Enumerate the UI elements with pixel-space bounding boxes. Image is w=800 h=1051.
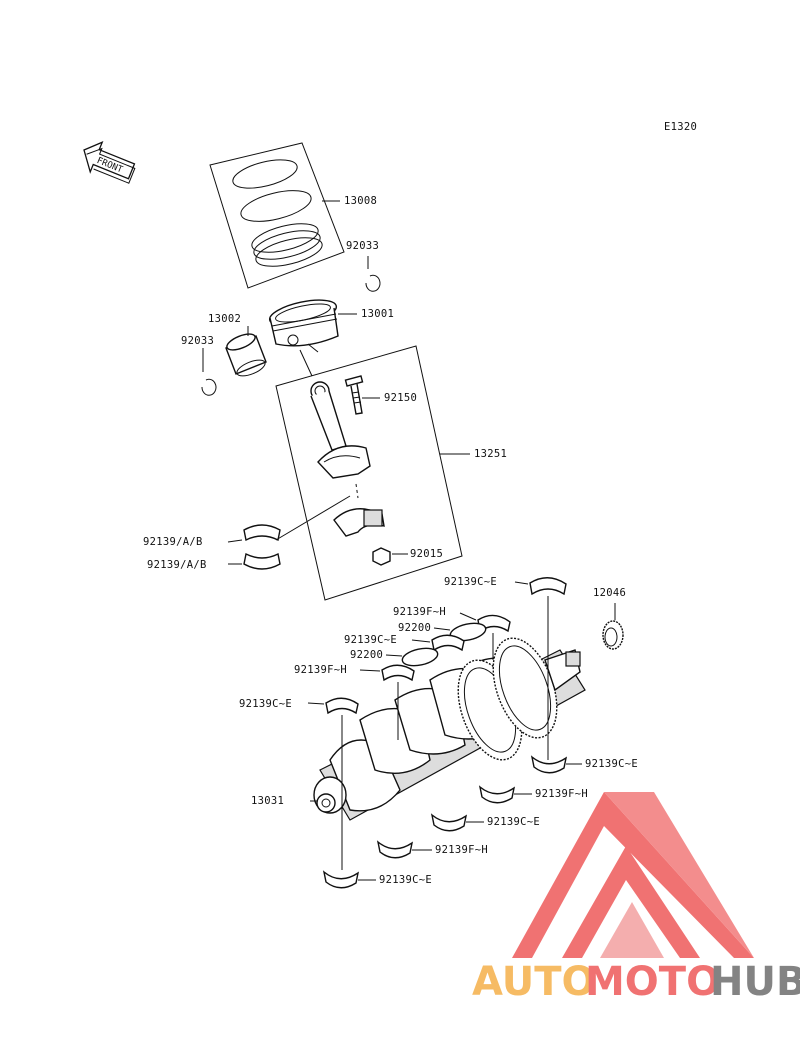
label-bearing-top-fh: 92139F~H: [393, 606, 446, 618]
label-snap-ring-right: 92033: [346, 240, 379, 252]
label-bearing-r2-fh: 92139F~H: [535, 788, 588, 800]
label-bearing-r1-ce: 92139C~E: [585, 758, 638, 770]
piston-icon: 13001: [268, 299, 394, 353]
label-spacer-1: 92200: [398, 622, 431, 634]
con-rod-bearings: 92139/A/B 92139/A/B: [143, 495, 351, 571]
piston-pin-icon: 13002: [208, 313, 267, 377]
label-bearing-top-ce: 92139C~E: [444, 576, 497, 588]
label-bolt: 92150: [384, 392, 417, 404]
brand-part1: AUTO: [472, 959, 596, 1005]
front-arrow-icon: FRONT: [83, 141, 136, 184]
logo-triangle-icon: [512, 792, 754, 958]
label-bearing-left-ce: 92139C~E: [239, 698, 292, 710]
label-bearing-a2: 92139/A/B: [147, 559, 207, 571]
gear-icon: 12046: [593, 587, 626, 650]
snap-ring-left: 92033: [181, 335, 217, 396]
brand-part3: HUB: [710, 959, 800, 1005]
label-pin: 13002: [208, 313, 241, 325]
con-rod-group: 92150 92015 13251: [275, 345, 507, 601]
label-bearing-left-fh: 92139F~H: [294, 664, 347, 676]
label-bearing-r4-fh: 92139F~H: [435, 844, 488, 856]
label-bearing-mid-ce: 92139C~E: [344, 634, 397, 646]
label-bearing-r3-ce: 92139C~E: [487, 816, 540, 828]
label-spacer-2: 92200: [350, 649, 383, 661]
main-bearings-upper: 92139C~E 92139F~H 92200 92139C~E 92200 9…: [239, 576, 567, 870]
crankshaft-icon: 13031: [251, 637, 586, 821]
label-piston-rings: 13008: [344, 195, 377, 207]
label-bearing-r5-ce: 92139C~E: [379, 874, 432, 886]
label-bearing-a1: 92139/A/B: [143, 536, 203, 548]
piston-rings-group: 13008: [209, 142, 377, 289]
label-con-rod-assy: 13251: [474, 448, 507, 460]
diagram-code: E1320: [664, 121, 697, 133]
label-crankshaft: 13031: [251, 795, 284, 807]
snap-ring-right: 92033: [346, 240, 381, 292]
label-gear: 12046: [593, 587, 626, 599]
brand-part2: MOTO: [585, 959, 720, 1005]
label-nut: 92015: [410, 548, 443, 560]
watermark-logo: AUTO MOTO HUB: [472, 792, 800, 1005]
label-piston: 13001: [361, 308, 394, 320]
main-bearings-lower: 92139C~E 92139F~H 92139C~E 92139F~H 9213…: [322, 755, 638, 889]
label-snap-ring-left: 92033: [181, 335, 214, 347]
